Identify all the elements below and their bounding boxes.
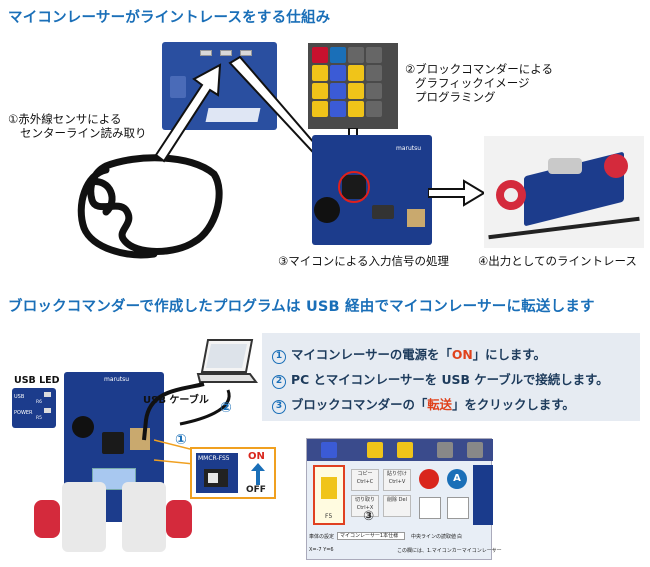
led-code-r5: R5 [36, 416, 42, 421]
heading-usb-transfer: ブロックコマンダーで作成したプログラムは USB 経由でマイコンレーサーに転送し… [8, 299, 595, 315]
label-graphic-line3: プログラミング [415, 90, 496, 104]
step-3-number: 3 [272, 400, 286, 414]
step-3-highlight: 転送 [427, 397, 453, 412]
callout-2: ② [220, 400, 232, 416]
car-setting-select[interactable]: マイコンレーサー1本仕様 [337, 532, 405, 540]
label-processing: ③マイコンによる入力信号の処理 [278, 254, 449, 268]
copy-button[interactable]: コピー Ctrl+C [351, 469, 379, 491]
power-switch-zoom: MMCR-FS5 ON OFF [190, 447, 276, 499]
transfer-button[interactable]: F5 [313, 465, 345, 525]
paste-button[interactable]: 貼り付け Ctrl+V [383, 469, 411, 491]
led-label-power: POWER [14, 410, 33, 416]
racer-on-track-photo [484, 136, 644, 248]
label-graphic-line2: グラフィックイメージ [415, 76, 530, 90]
cut-button[interactable]: 切り取り Ctrl+X [351, 495, 379, 517]
status-center-line: 中央ラインの読取値 [411, 534, 457, 540]
racer-board-photo: marutsu [64, 372, 164, 522]
step-2-number: 2 [272, 375, 286, 389]
racer-right-wheel [166, 500, 192, 538]
label-sensor-line1: ①赤外線センサによる [8, 112, 122, 126]
led-code-r6: R6 [36, 400, 42, 405]
arrow-up-icon [251, 463, 265, 485]
led-label-usb: USB [14, 394, 25, 400]
delete-button[interactable]: 削除 Del [383, 495, 411, 517]
callout-1: ① [175, 432, 187, 448]
racer-right-gearbox [122, 482, 166, 552]
zoom-connector-lines [154, 439, 194, 465]
block-icon-b[interactable] [447, 497, 469, 519]
transfer-button-label: F5 [325, 513, 333, 520]
label-graphic-line1: ②ブロックコマンダーによる [405, 62, 553, 76]
step-1-number: 1 [272, 350, 286, 364]
status-message: この欄には、1.マイコンカーマイコンレーサー [397, 548, 502, 554]
board-brand: marutsu [396, 145, 422, 152]
arrow-mcu-to-output [428, 179, 486, 207]
on-label: ON [248, 451, 265, 462]
usb-cable-line [142, 382, 231, 441]
usb-led-label: USB LED [14, 375, 60, 386]
racer-board-brand: marutsu [104, 376, 130, 383]
arrow-track-to-sensor [154, 63, 222, 163]
usb-cable-label: USB ケーブル [143, 395, 209, 406]
racer-left-gearbox [62, 482, 106, 552]
status-car-setting: 車体の設定 [309, 534, 335, 540]
heading-line-trace: マイコンレーサーがライントレースをする仕組み [8, 10, 331, 26]
motor-block-icon[interactable]: A [447, 469, 467, 489]
status-coords: X=-7 Y=6 [309, 547, 334, 553]
stop-block-icon[interactable] [419, 469, 439, 489]
step-1-highlight: ON [451, 347, 473, 362]
block-program-grid [308, 43, 398, 129]
racer-left-wheel [34, 500, 60, 538]
track-line-drawing [77, 154, 223, 259]
software-toolbar [307, 439, 493, 461]
callout-3: ③ [363, 509, 375, 524]
label-output: ④出力としてのライントレース [478, 254, 637, 268]
switch-model-label: MMCR-FS5 [198, 455, 230, 462]
laptop-icon [196, 339, 258, 383]
software-window: F5 コピー Ctrl+C 貼り付け Ctrl+V 切り取り Ctrl+X 削除… [306, 438, 502, 560]
usb-led-inset: USB POWER R6 R5 [12, 388, 56, 428]
mcu-board-photo: marutsu [312, 135, 432, 245]
status-radio-white[interactable]: 白 [457, 534, 463, 540]
block-icon-a[interactable] [419, 497, 441, 519]
off-label: OFF [246, 485, 266, 495]
label-sensor-line2: センターライン読み取り [20, 126, 147, 140]
